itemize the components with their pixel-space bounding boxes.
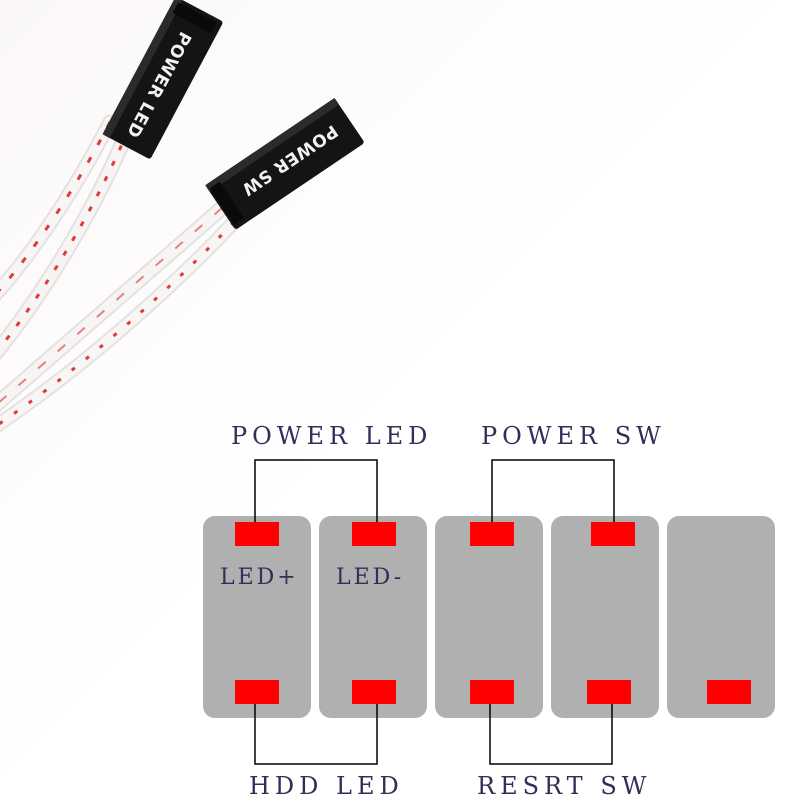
pin-block-4 xyxy=(551,516,659,718)
pin-bottom-1 xyxy=(235,680,279,704)
led-plus-label: LED+ xyxy=(220,565,299,590)
pin-top-4 xyxy=(591,522,635,546)
power-led-cable xyxy=(0,114,136,361)
hdd-led-label: HDD LED xyxy=(249,772,404,800)
pin-top-3 xyxy=(470,522,514,546)
pin-header xyxy=(203,516,775,718)
connector-lines xyxy=(254,459,615,765)
pin-top-1 xyxy=(235,522,279,546)
pin-block-2 xyxy=(319,516,427,718)
pin-bottom-3 xyxy=(470,680,514,704)
reset-sw-label: RESRT SW xyxy=(477,772,652,800)
pin-block-1 xyxy=(203,516,311,718)
led-minus-label: LED- xyxy=(336,565,405,590)
pin-top-2 xyxy=(352,522,396,546)
reset-sw-bracket xyxy=(489,704,613,765)
power-led-label: POWER LED xyxy=(231,422,433,450)
pin-bottom-4 xyxy=(587,680,631,704)
power-sw-bracket xyxy=(491,459,615,522)
power-led-bracket xyxy=(254,459,378,522)
pin-block-5 xyxy=(667,516,775,718)
power-sw-cable xyxy=(0,200,242,433)
power-sw-label: POWER SW xyxy=(481,422,666,450)
pin-block-3 xyxy=(435,516,543,718)
pin-bottom-5 xyxy=(707,680,751,704)
hdd-led-bracket xyxy=(254,704,378,765)
pin-bottom-2 xyxy=(352,680,396,704)
cable-photo: POWER LED POWER SW xyxy=(0,0,364,433)
